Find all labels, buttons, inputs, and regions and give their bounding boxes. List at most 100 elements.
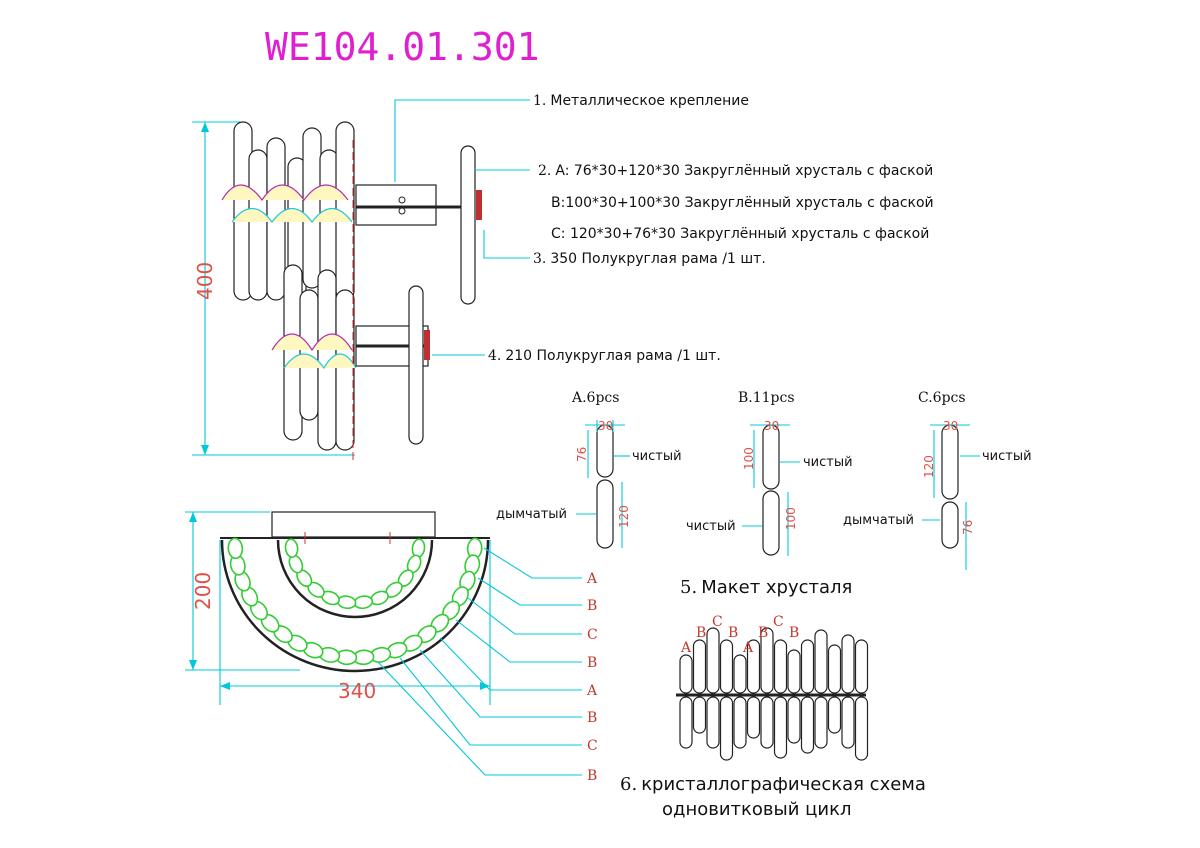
upper-side-crystal (460, 145, 476, 305)
plan-label: A (586, 683, 598, 699)
schema-label: C (712, 614, 723, 630)
schema-label: B (758, 625, 768, 641)
schema-crystal-bottom (706, 696, 720, 749)
schema-label: C (773, 614, 784, 630)
crystal-b-width: 30 (764, 419, 779, 433)
schema-crystal-bottom (841, 696, 855, 749)
callout-2b: B:100*30+100*30 Закруглённый хрусталь с … (551, 195, 934, 211)
crystal-bead (284, 538, 299, 558)
plan-label: B (587, 655, 597, 671)
crystal-b-bottom-note: чистый (686, 519, 736, 534)
schema-crystal-row (679, 627, 869, 761)
plan-label: B (587, 768, 597, 784)
schema-crystal-top (719, 639, 734, 694)
schema-crystal-top (692, 639, 707, 694)
schema-crystal-bottom (692, 696, 707, 734)
width-dimension: 340 (338, 679, 376, 703)
crystal-type-b: B.11pcs 30 100 100 чистый чистый (686, 390, 853, 556)
schema-crystal-top (800, 639, 815, 694)
upper-mount-box (355, 184, 437, 226)
schema-crystal-top (814, 629, 828, 694)
crystal-c-bottom: 76 (961, 520, 975, 535)
crystal-a-label: A.6pcs (571, 390, 619, 406)
crystal-bead (353, 595, 374, 610)
wall-plate (271, 511, 436, 538)
crystal-a-bottom-note: дымчатый (496, 507, 567, 522)
crystal-c-label: C.6pcs (918, 390, 966, 406)
layout-caption: 5.Макет хрусталя (680, 577, 852, 598)
inner-crystal-ring (284, 538, 426, 610)
plan-leaders (377, 547, 582, 776)
schema-crystal-top (827, 644, 842, 694)
schema-label: B (728, 625, 738, 641)
lower-side-crystal (408, 285, 424, 445)
height-dimension: 400 (193, 262, 217, 300)
schema-label: A (742, 640, 754, 656)
schema-crystal-top (854, 639, 869, 694)
schema-crystal-top (679, 654, 693, 694)
plan-label: B (587, 598, 597, 614)
schema-label: A (680, 640, 692, 656)
plan-label: A (586, 571, 598, 587)
crystal-type-c: C.6pcs 30 120 76 чистый дымчатый (843, 390, 1032, 570)
callout-3: 3.350 Полукруглая рама /1 шт. (533, 251, 766, 267)
schema-crystal-bottom (719, 696, 734, 761)
crystal-a-width: 30 (598, 419, 613, 433)
callout-2a: 2.A: 76*30+120*30 Закруглённый хрусталь … (538, 163, 933, 179)
crystal-a-top: 76 (575, 447, 589, 462)
crystal-c-top-note: чистый (982, 449, 1032, 464)
crystal-c-bottom-note: дымчатый (843, 513, 914, 528)
schema-caption-line1: 6.кристаллографическая схема (620, 774, 926, 795)
crystal-a-top-note: чистый (632, 449, 682, 464)
crystal-c-top: 120 (922, 455, 936, 478)
crystal-bead (411, 538, 426, 558)
crystal-type-a: A.6pcs 30 76 120 чистый дымчатый (496, 390, 682, 549)
callout-4: 4.210 Полукруглая рама /1 шт. (488, 348, 721, 364)
schema-crystal-bottom (773, 696, 788, 759)
plan-label: B (587, 710, 597, 726)
schema-caption-line2: одновитковый цикл (662, 799, 851, 820)
side-view: 400 (192, 99, 530, 460)
schema-crystal-bottom (800, 696, 815, 754)
schema-crystal-top (733, 654, 747, 694)
callout-1: 1.Металлическое крепление (533, 93, 749, 109)
schema-crystal-top (841, 634, 855, 694)
crystal-bead (336, 595, 357, 610)
schema-label: B (789, 625, 799, 641)
schema-crystal-top (706, 627, 720, 694)
crystal-b-bottom: 100 (784, 507, 798, 530)
schema-crystal-bottom (746, 696, 761, 739)
outer-crystal-ring (227, 537, 483, 666)
crystal-b-top: 100 (742, 447, 756, 470)
schema-crystal-top (787, 649, 801, 694)
schema-crystal-bottom (733, 696, 747, 749)
product-code: WE104.01.301 (265, 25, 540, 69)
callout-2c: C: 120*30+76*30 Закруглённый хрусталь с … (551, 226, 929, 242)
schema-crystal-bottom (760, 696, 774, 749)
crystal-b-top-note: чистый (803, 455, 853, 470)
schema-crystal-bottom (814, 696, 828, 749)
crystal-b-label: B.11pcs (738, 390, 795, 406)
schema-crystal-bottom (787, 696, 801, 744)
schema-crystal-bottom (827, 696, 842, 734)
lower-tier-crystals (283, 264, 355, 451)
lower-scallops (271, 333, 357, 370)
schema-crystal-top (773, 639, 788, 694)
crystal-a-bottom: 120 (617, 505, 631, 528)
schema-label: B (696, 625, 706, 641)
schema-crystal-top (760, 627, 774, 694)
crystal-bead (227, 537, 244, 560)
depth-dimension: 200 (191, 572, 215, 610)
plan-label: C (587, 738, 598, 754)
schema-crystal-bottom (679, 696, 693, 749)
crystal-c-width: 30 (943, 419, 958, 433)
plan-label: C (587, 627, 598, 643)
upper-scallops (221, 184, 353, 224)
schema-crystal-bottom (854, 696, 869, 761)
